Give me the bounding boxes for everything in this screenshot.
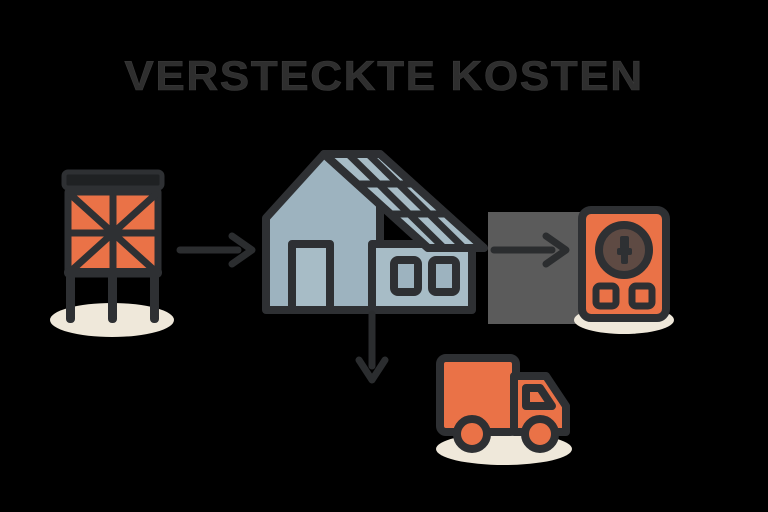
node-truck[interactable] [422,344,602,469]
meter-button-left[interactable] [592,282,620,310]
arrow-right-icon [490,232,570,268]
arrow-house-to-truck [352,310,392,390]
house-window-left [390,256,422,296]
truck-windshield [522,384,556,410]
node-meter[interactable] [566,198,686,338]
delivery-truck-icon [436,354,572,465]
backdrop-panel-center [488,212,586,324]
billboard-sign-icon [50,169,174,337]
node-house[interactable] [252,140,502,320]
arrow-house-to-meter [490,232,580,268]
node-billboard[interactable] [40,160,190,340]
meter-button-right[interactable] [628,282,656,310]
arrow-billboard-to-house [176,232,266,268]
billboard-bottom-rail [64,268,162,277]
page-title: VERSTECKTE KOSTEN [124,52,644,100]
house-window-right [428,256,460,296]
arrow-right-icon [176,232,256,268]
meter-dial-glyph [617,236,632,264]
truck-wheel-front [521,415,559,453]
billboard-bracing [66,189,160,277]
arrow-down-icon [355,310,389,384]
house-door[interactable] [288,240,334,314]
house-solar-icon [262,150,488,314]
truck-wheel-rear [453,415,491,453]
electricity-meter-icon [574,206,674,334]
billboard-header-bar [61,169,165,191]
